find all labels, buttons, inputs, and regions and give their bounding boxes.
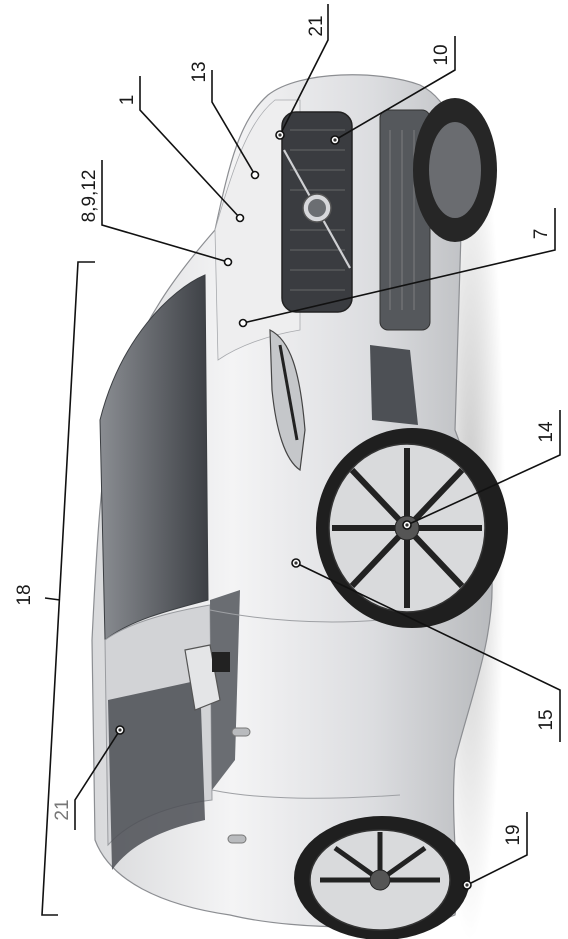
callout-1: 1 [117,76,245,223]
callout-label-13: 13 [189,61,210,82]
callout-label-15: 15 [536,709,557,730]
door-line [209,609,381,623]
callout-label-14: 14 [536,421,557,443]
brand-logo-icon [283,149,351,269]
callout-21-rear: 21 [52,725,125,830]
door-handle-rear [227,834,247,844]
grille-pattern [290,129,345,291]
front-wheel-side [316,428,508,628]
callout-18: 18 [14,261,95,916]
hood [214,99,301,361]
front-bumper-vent [370,345,418,425]
callout-15: 15 [291,558,561,742]
callout-label-8-9-12: 8,9,12 [79,170,100,223]
door-handle-front [231,727,251,737]
callout-21-front: 21 [275,4,329,140]
callout-label-19: 19 [503,824,524,845]
callout-label-10: 10 [431,44,452,65]
rear-wheel [294,816,470,939]
callout-19: 19 [462,812,528,890]
callout-label-21-rear: 21 [52,799,73,820]
callout-label-18: 18 [14,584,35,605]
windscreen [99,274,209,642]
front-wheel-top [413,98,497,242]
callout-label-1: 1 [117,95,138,106]
callout-13: 13 [189,61,260,180]
callout-14: 14 [402,410,561,530]
callout-8-9-12: 8,9,12 [79,160,233,267]
callout-10: 10 [330,36,456,145]
side-mirror [184,644,221,711]
mirror-mount [212,652,230,672]
side-window [210,590,240,790]
callout-label-7: 7 [531,229,552,240]
callout-label-21-front: 21 [306,15,327,36]
callout-7: 7 [238,208,556,328]
door-line-rear [211,789,401,799]
drl-strip [278,344,299,441]
rear-window [108,680,205,870]
